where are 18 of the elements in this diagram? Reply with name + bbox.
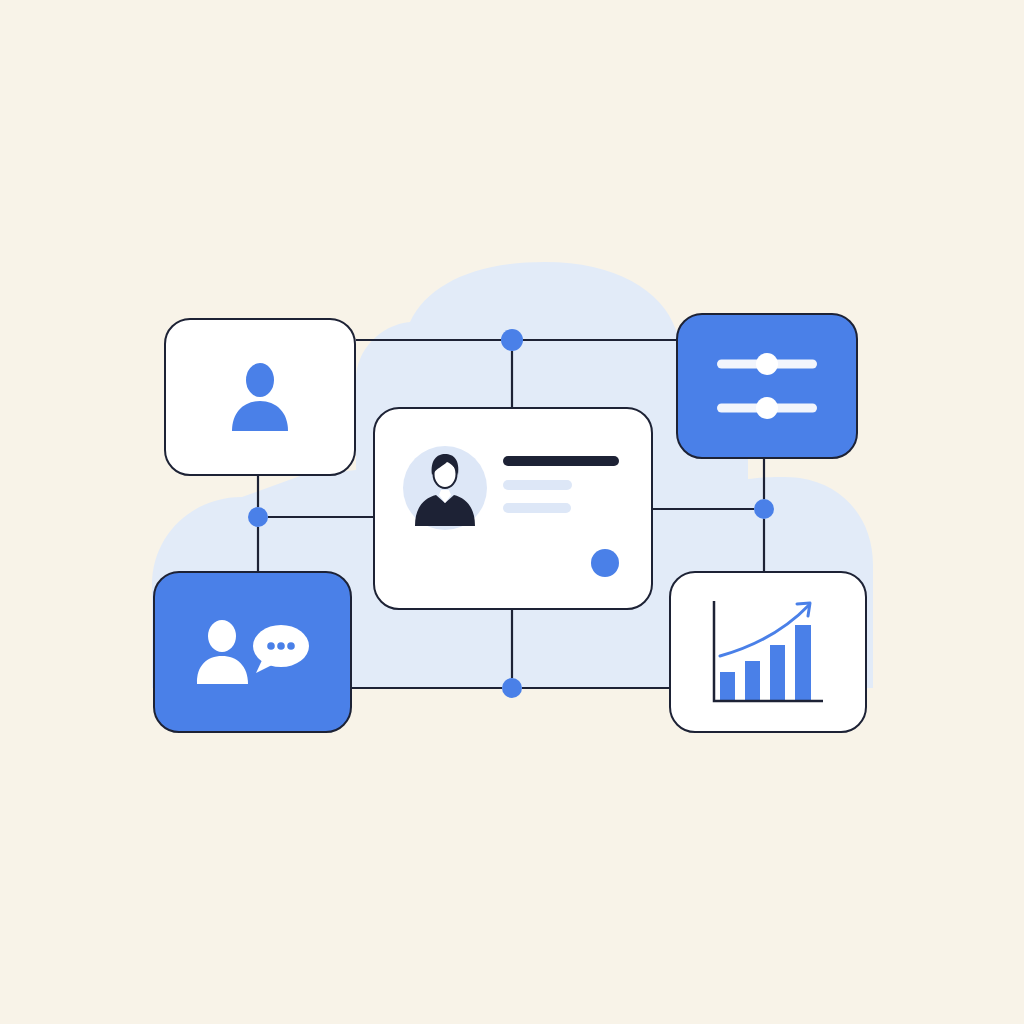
junction-dot [502,678,522,698]
icon-card [153,571,352,733]
connector-line [356,338,501,342]
connector-line [510,351,514,407]
connector-line [352,686,502,690]
connector-line [268,515,373,519]
icon-card [669,571,867,733]
connector-line [256,527,260,571]
profile-card [373,407,653,610]
connector-line [522,686,669,690]
connector-line [256,476,260,507]
connector-line [762,519,766,571]
connector-line [653,507,754,511]
connector-line [510,610,514,678]
icon-card [676,313,858,459]
connector-line [762,459,766,499]
icon-card [164,318,356,476]
connector-line [523,338,676,342]
